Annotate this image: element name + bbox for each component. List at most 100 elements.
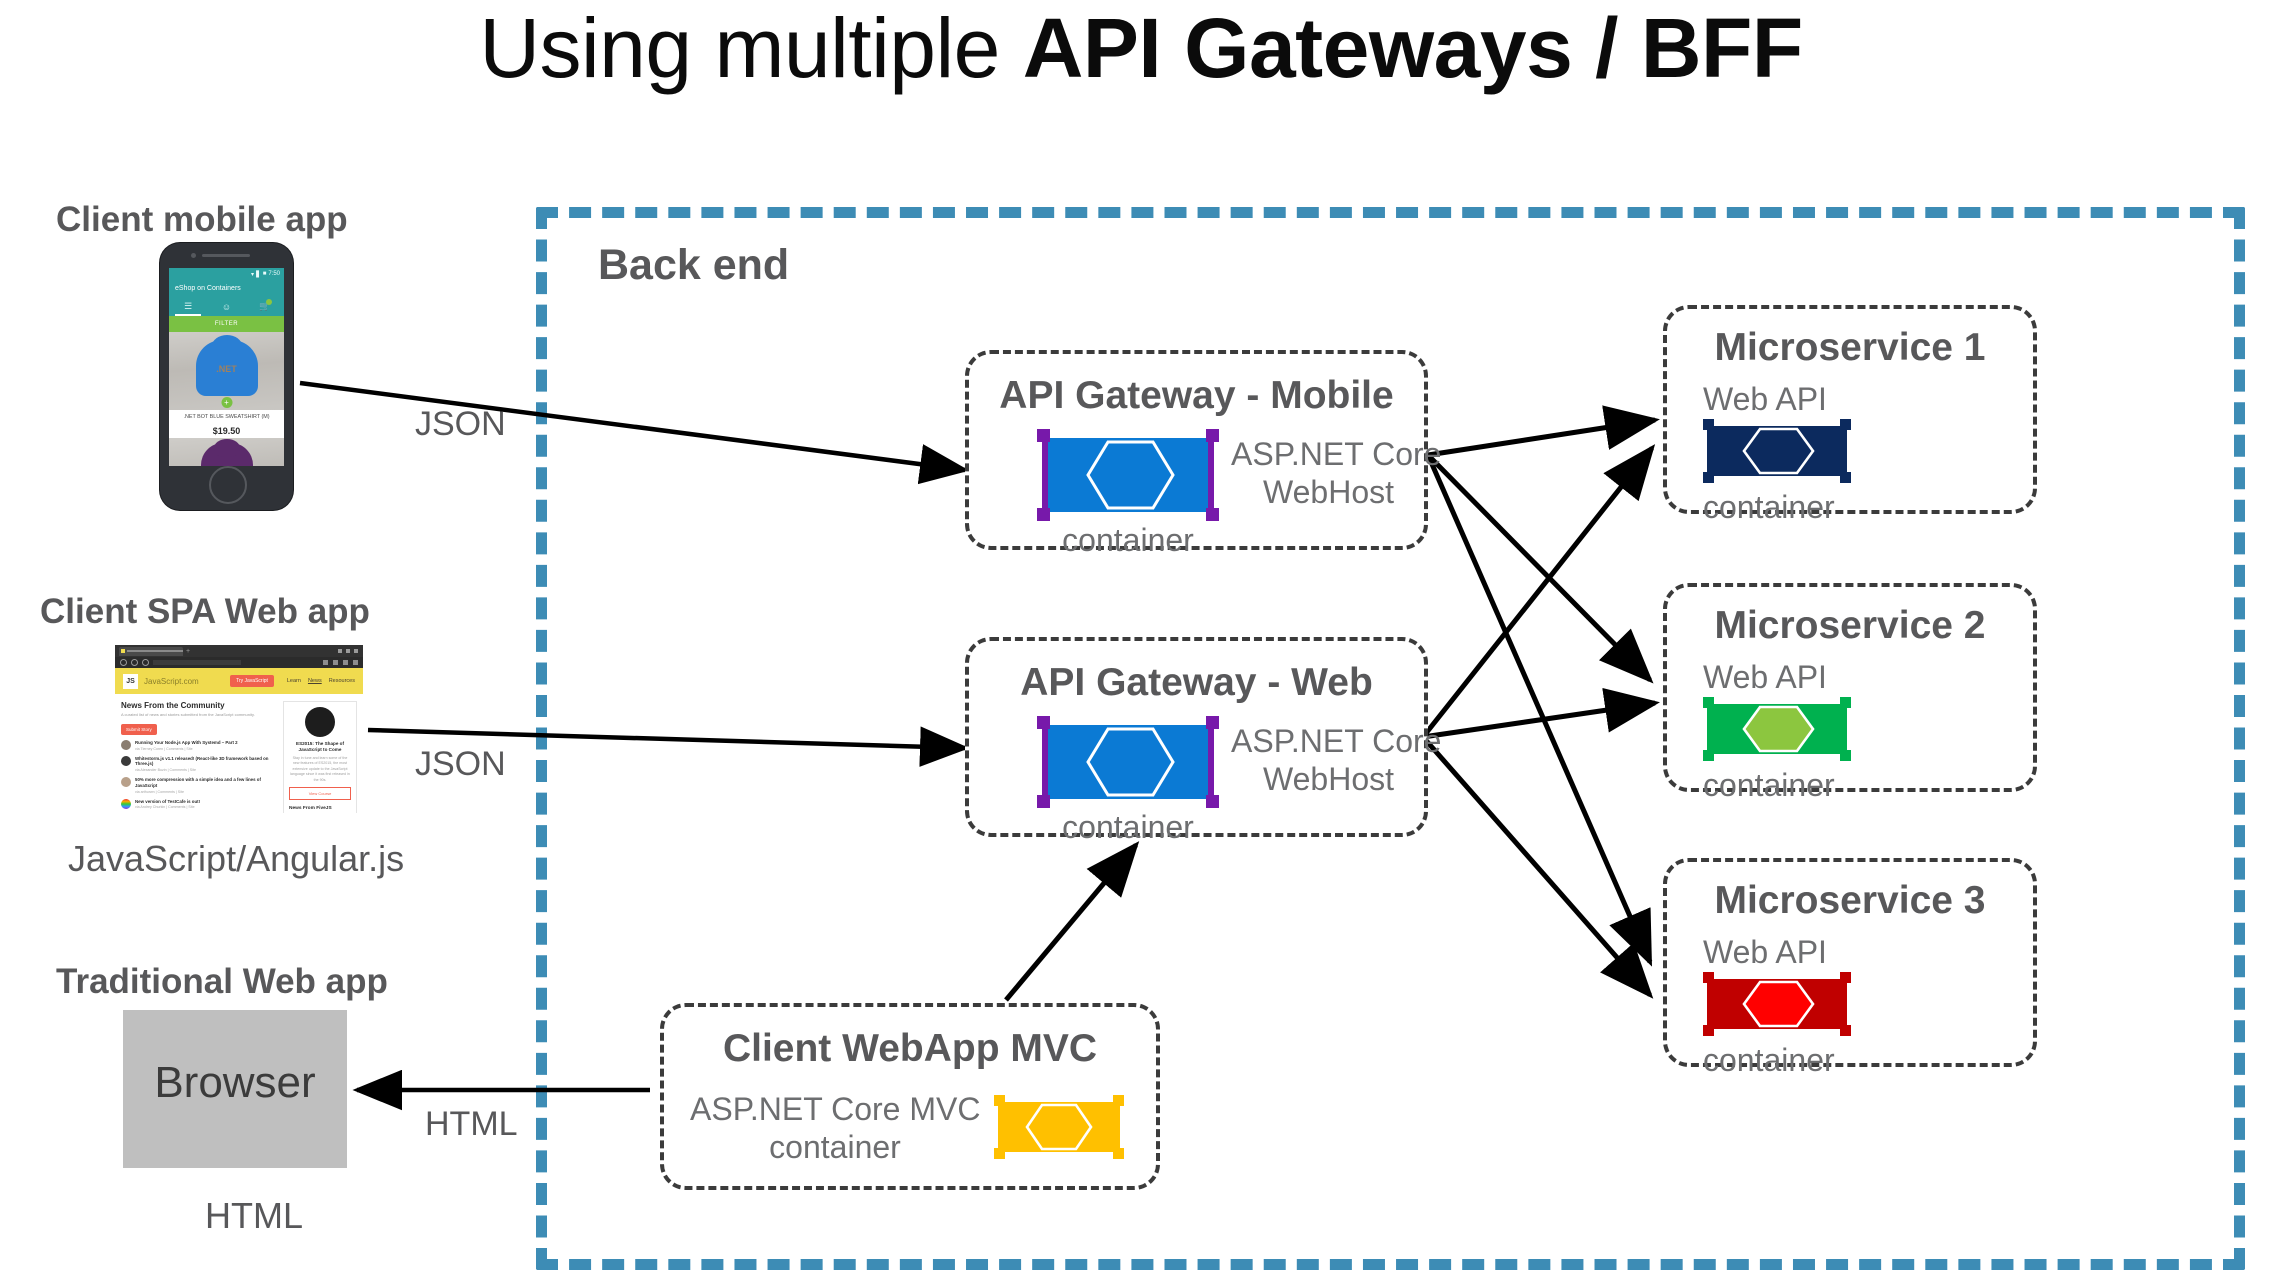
- avatar: [121, 755, 131, 766]
- page-title: Using multiple API Gateways / BFF: [0, 5, 2282, 92]
- hamburger-icon[interactable]: ☰: [184, 301, 193, 311]
- try-javascript-button[interactable]: Try JavaScript: [230, 675, 274, 687]
- browser-label: Browser: [154, 1058, 316, 1107]
- web-api-label: Web API: [1703, 381, 1827, 417]
- favicon-icon: [121, 649, 125, 653]
- promo-title: ES2015: The Shape of JavaScript to Come: [296, 741, 344, 752]
- caption-client-mobile: Client mobile app: [56, 200, 348, 239]
- api-gateway-mobile-title: API Gateway - Mobile: [999, 374, 1394, 417]
- edge-label-json-spa: JSON: [415, 745, 506, 783]
- window-controls[interactable]: [338, 649, 363, 653]
- spa-brand: JavaScript.com: [144, 677, 199, 686]
- microservice-1-box[interactable]: Microservice 1 Web API container: [1663, 305, 2037, 525]
- notes-icon[interactable]: [333, 660, 338, 665]
- nav-learn[interactable]: Learn: [286, 678, 301, 684]
- article-meta: via Alexander Buzin | Comments | Site: [135, 768, 196, 773]
- hoodie-graphic-2: [200, 439, 253, 466]
- hoodie-hood: [211, 335, 242, 357]
- nav-news[interactable]: News: [307, 678, 322, 684]
- phone-speaker-icon: [202, 254, 250, 257]
- phone-product-price: $19.50: [169, 423, 284, 438]
- hoodie-graphic: .NET: [195, 335, 258, 396]
- avatar: [121, 777, 131, 788]
- forward-icon[interactable]: [131, 659, 138, 666]
- caption-client-spa: Client SPA Web app: [40, 592, 370, 631]
- tech-line-1: ASP.NET Core: [1231, 723, 1442, 759]
- spa-toolbar-icons[interactable]: [323, 660, 358, 665]
- phone-product-photo: .NET +: [169, 332, 284, 410]
- client-webapp-mvc-box[interactable]: Client WebApp MVC ASP.NET Core MVC conta…: [660, 1003, 1160, 1190]
- container-label: container: [1703, 1042, 1835, 1078]
- submit-story-button[interactable]: Submit Story: [121, 724, 157, 735]
- star-icon[interactable]: [323, 660, 328, 665]
- container-label: container: [1703, 767, 1835, 803]
- view-course-button[interactable]: View Course: [289, 786, 351, 800]
- container-icon: [1703, 697, 1851, 761]
- back-icon[interactable]: [120, 659, 127, 666]
- spa-brand-suffix: .com: [181, 676, 199, 686]
- person-icon[interactable]: ☺: [221, 301, 232, 312]
- browser-box: [123, 1010, 347, 1168]
- web-api-label: Web API: [1703, 934, 1827, 970]
- new-tab-icon[interactable]: +: [186, 647, 191, 655]
- spa-browser-tab[interactable]: [119, 646, 183, 656]
- microservice-3-box[interactable]: Microservice 3 Web API container: [1663, 858, 2037, 1078]
- client-webapp-mvc-title: Client WebApp MVC: [722, 1027, 1098, 1070]
- container-icon: [1037, 716, 1219, 808]
- microservice-2-box[interactable]: Microservice 2 Web API container: [1663, 583, 2037, 803]
- container-icon: [1037, 429, 1219, 521]
- share-icon[interactable]: [343, 660, 348, 665]
- phone-app-title: eShop on Containers: [169, 280, 284, 297]
- article-meta: via arthurwn | Comments | Site: [135, 789, 185, 794]
- hoodie-hood-2: [213, 439, 240, 457]
- article-title[interactable]: New version of TestCafe is out!: [135, 798, 201, 804]
- list-item[interactable]: Running Your Node.js App With Systemd – …: [121, 740, 276, 751]
- spa-sidebar: ES2015: The Shape of JavaScript to Come …: [283, 701, 357, 813]
- cart-icon[interactable]: 🛒: [259, 301, 271, 311]
- spa-body: News From the Community A curated list o…: [115, 694, 363, 813]
- article-meta: via Tierney Coren | Comments | Site: [135, 746, 193, 751]
- list-item[interactable]: New version of TestCafe is out! via Andr…: [121, 798, 276, 810]
- more-icon[interactable]: [353, 660, 358, 665]
- spa-nav[interactable]: Learn News Resources: [280, 678, 355, 684]
- mobile-phone-mockup: ▾ ▋ ■ 7:50 eShop on Containers ☰ ☺ 🛒 FIL…: [160, 243, 293, 510]
- edge-label-html: HTML: [425, 1105, 518, 1143]
- api-gateway-mobile-box[interactable]: API Gateway - Mobile container ASP.NET C…: [965, 350, 1441, 558]
- api-gateway-web-box[interactable]: API Gateway - Web container ASP.NET Core…: [965, 637, 1442, 845]
- spa-heading: News From the Community: [121, 701, 225, 710]
- container-icon: [1703, 419, 1851, 483]
- article-title[interactable]: 50% more compression with a simple idea …: [135, 777, 261, 788]
- maximize-icon[interactable]: [346, 649, 350, 653]
- page-title-light: Using multiple: [479, 1, 1023, 95]
- microservice-3-title: Microservice 3: [1714, 879, 1986, 922]
- article-title[interactable]: Running Your Node.js App With Systemd – …: [135, 740, 238, 745]
- close-icon[interactable]: [354, 649, 358, 653]
- container-label: container: [1062, 809, 1194, 845]
- add-to-cart-icon[interactable]: +: [221, 397, 232, 408]
- spa-url-field[interactable]: [153, 660, 241, 665]
- web-api-label: Web API: [1703, 659, 1827, 695]
- nav-resources[interactable]: Resources: [328, 678, 355, 684]
- phone-camera-icon: [191, 253, 196, 258]
- container-icon: [1703, 972, 1851, 1036]
- wifi-icon: ▾: [251, 271, 255, 278]
- avatar: [121, 798, 131, 809]
- spa-tab-title: [127, 650, 183, 652]
- reload-icon[interactable]: [142, 659, 149, 666]
- tech-line-2: WebHost: [1262, 473, 1394, 510]
- mvc-tech: ASP.NET Core MVC container: [690, 1091, 980, 1167]
- article-meta: via Andrey Churkin | Comments | Site: [135, 805, 195, 810]
- article-title[interactable]: Whitestorm.js v1.1 released! (React-like…: [135, 755, 269, 767]
- phone-filter-button[interactable]: FILTER: [169, 316, 284, 332]
- list-item[interactable]: Whitestorm.js v1.1 released! (React-like…: [121, 755, 276, 773]
- phone-screen: ▾ ▋ ■ 7:50 eShop on Containers ☰ ☺ 🛒 FIL…: [169, 268, 284, 466]
- tech-line-1: ASP.NET Core MVC: [690, 1091, 981, 1127]
- api-gateway-web-title: API Gateway - Web: [1020, 661, 1373, 704]
- minimize-icon[interactable]: [338, 649, 342, 653]
- spa-browser-mockup: + JS JavaScript.com Try JavaSc: [115, 645, 363, 813]
- promo-text: Stay in tune and learn some of the new f…: [290, 755, 350, 782]
- list-item[interactable]: 50% more compression with a simple idea …: [121, 777, 276, 794]
- phone-status-bar: ▾ ▋ ■ 7:50: [169, 268, 284, 280]
- spa-address-bar[interactable]: [115, 657, 363, 668]
